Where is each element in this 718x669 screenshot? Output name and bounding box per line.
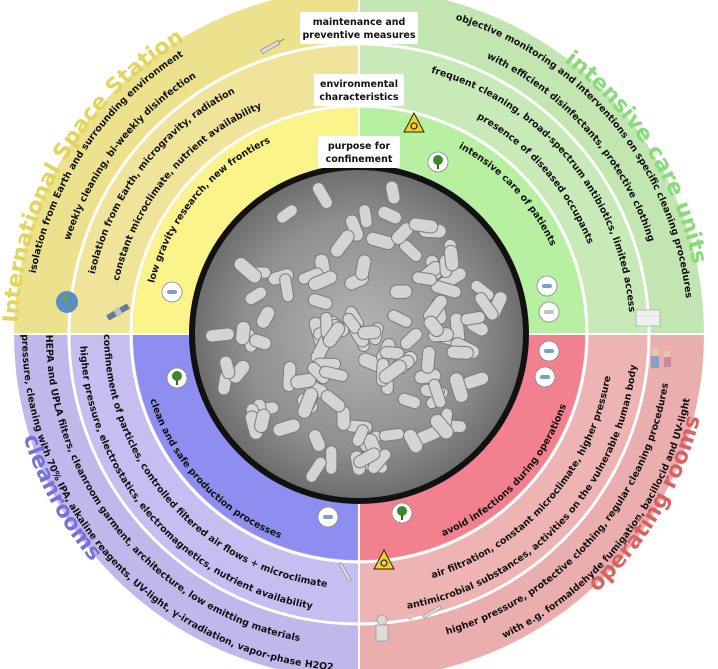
bacteria-icon <box>534 366 556 388</box>
biohazard-icon <box>373 548 395 570</box>
bacterium <box>365 231 396 251</box>
person-icon <box>651 348 671 368</box>
earth-icon <box>56 291 78 313</box>
svg-text:characteristics: characteristics <box>319 92 399 103</box>
bacterium <box>389 284 413 299</box>
bacterium <box>279 273 295 303</box>
bacteria-icon <box>161 281 183 303</box>
bacteria-icon <box>538 301 560 323</box>
satellite-icon <box>106 303 130 321</box>
bacterium <box>249 333 272 351</box>
bacterium <box>308 429 326 453</box>
bacterium <box>320 389 346 413</box>
bacterium <box>319 365 349 383</box>
bacterium <box>311 182 333 210</box>
bacterium <box>305 456 327 483</box>
bacterium <box>244 286 268 306</box>
maintenance-label-1: maintenance and <box>313 17 406 28</box>
bacterium <box>385 180 401 205</box>
bacterium <box>377 205 403 225</box>
bacterium <box>255 305 276 329</box>
bacteria-icon <box>536 275 558 297</box>
bacterium <box>428 378 447 409</box>
bacterium <box>397 392 422 410</box>
bacterium <box>420 345 436 374</box>
bacterium <box>353 447 381 469</box>
bacterium <box>254 408 271 434</box>
bacterium <box>351 424 369 447</box>
tree-icon <box>166 367 188 389</box>
bacterium <box>329 229 355 258</box>
ring-label-environmental: environmental characteristics <box>314 74 404 106</box>
bacterium <box>423 315 444 338</box>
ring-label-purpose: purpose for confinement <box>318 136 400 168</box>
bacterium <box>307 270 338 292</box>
bacterium <box>429 413 454 440</box>
bacterium <box>387 309 413 328</box>
figure-icon <box>407 614 413 620</box>
bacterium <box>399 327 423 350</box>
bacterium <box>411 271 438 287</box>
bacterium <box>290 372 317 390</box>
svg-text:confinement: confinement <box>326 154 393 165</box>
bacterium <box>378 359 407 384</box>
ring-label-maintenance: maintenance and preventive measures <box>300 12 418 44</box>
bacterium <box>358 204 373 229</box>
biohazard-icon <box>403 111 425 133</box>
bacterium <box>307 293 333 311</box>
bacterium <box>357 325 382 340</box>
syringe-icon <box>260 38 285 55</box>
microscope-image <box>189 164 529 504</box>
svg-text:purpose for: purpose for <box>328 141 391 152</box>
svg-text:environmental: environmental <box>320 79 398 90</box>
bacterium <box>272 418 301 437</box>
bacterium <box>297 387 319 419</box>
bacterium <box>446 345 474 360</box>
pipette-icon <box>338 562 352 582</box>
maintenance-label-2: preventive measures <box>302 30 415 41</box>
bacterium <box>474 292 499 321</box>
bacterium <box>325 445 338 475</box>
bacterium <box>276 204 298 224</box>
figure-icon <box>375 614 389 642</box>
bacterium <box>460 311 486 326</box>
bacterium <box>379 345 405 360</box>
bacterium <box>322 321 346 348</box>
bacterium <box>403 428 424 454</box>
bacterium <box>448 372 469 403</box>
swab-icon <box>422 605 442 619</box>
bacterium <box>443 244 460 272</box>
bacterium <box>219 355 236 380</box>
hospital-icon <box>635 309 661 327</box>
bacterium <box>355 254 372 281</box>
tree-icon <box>391 502 413 524</box>
bacterium <box>235 320 251 346</box>
bacteria-icon <box>538 340 560 362</box>
bacteria-icon <box>317 506 339 528</box>
bacterium <box>205 327 235 343</box>
tree-icon <box>427 151 449 173</box>
bacterium <box>408 217 439 234</box>
bacterium <box>233 256 262 284</box>
